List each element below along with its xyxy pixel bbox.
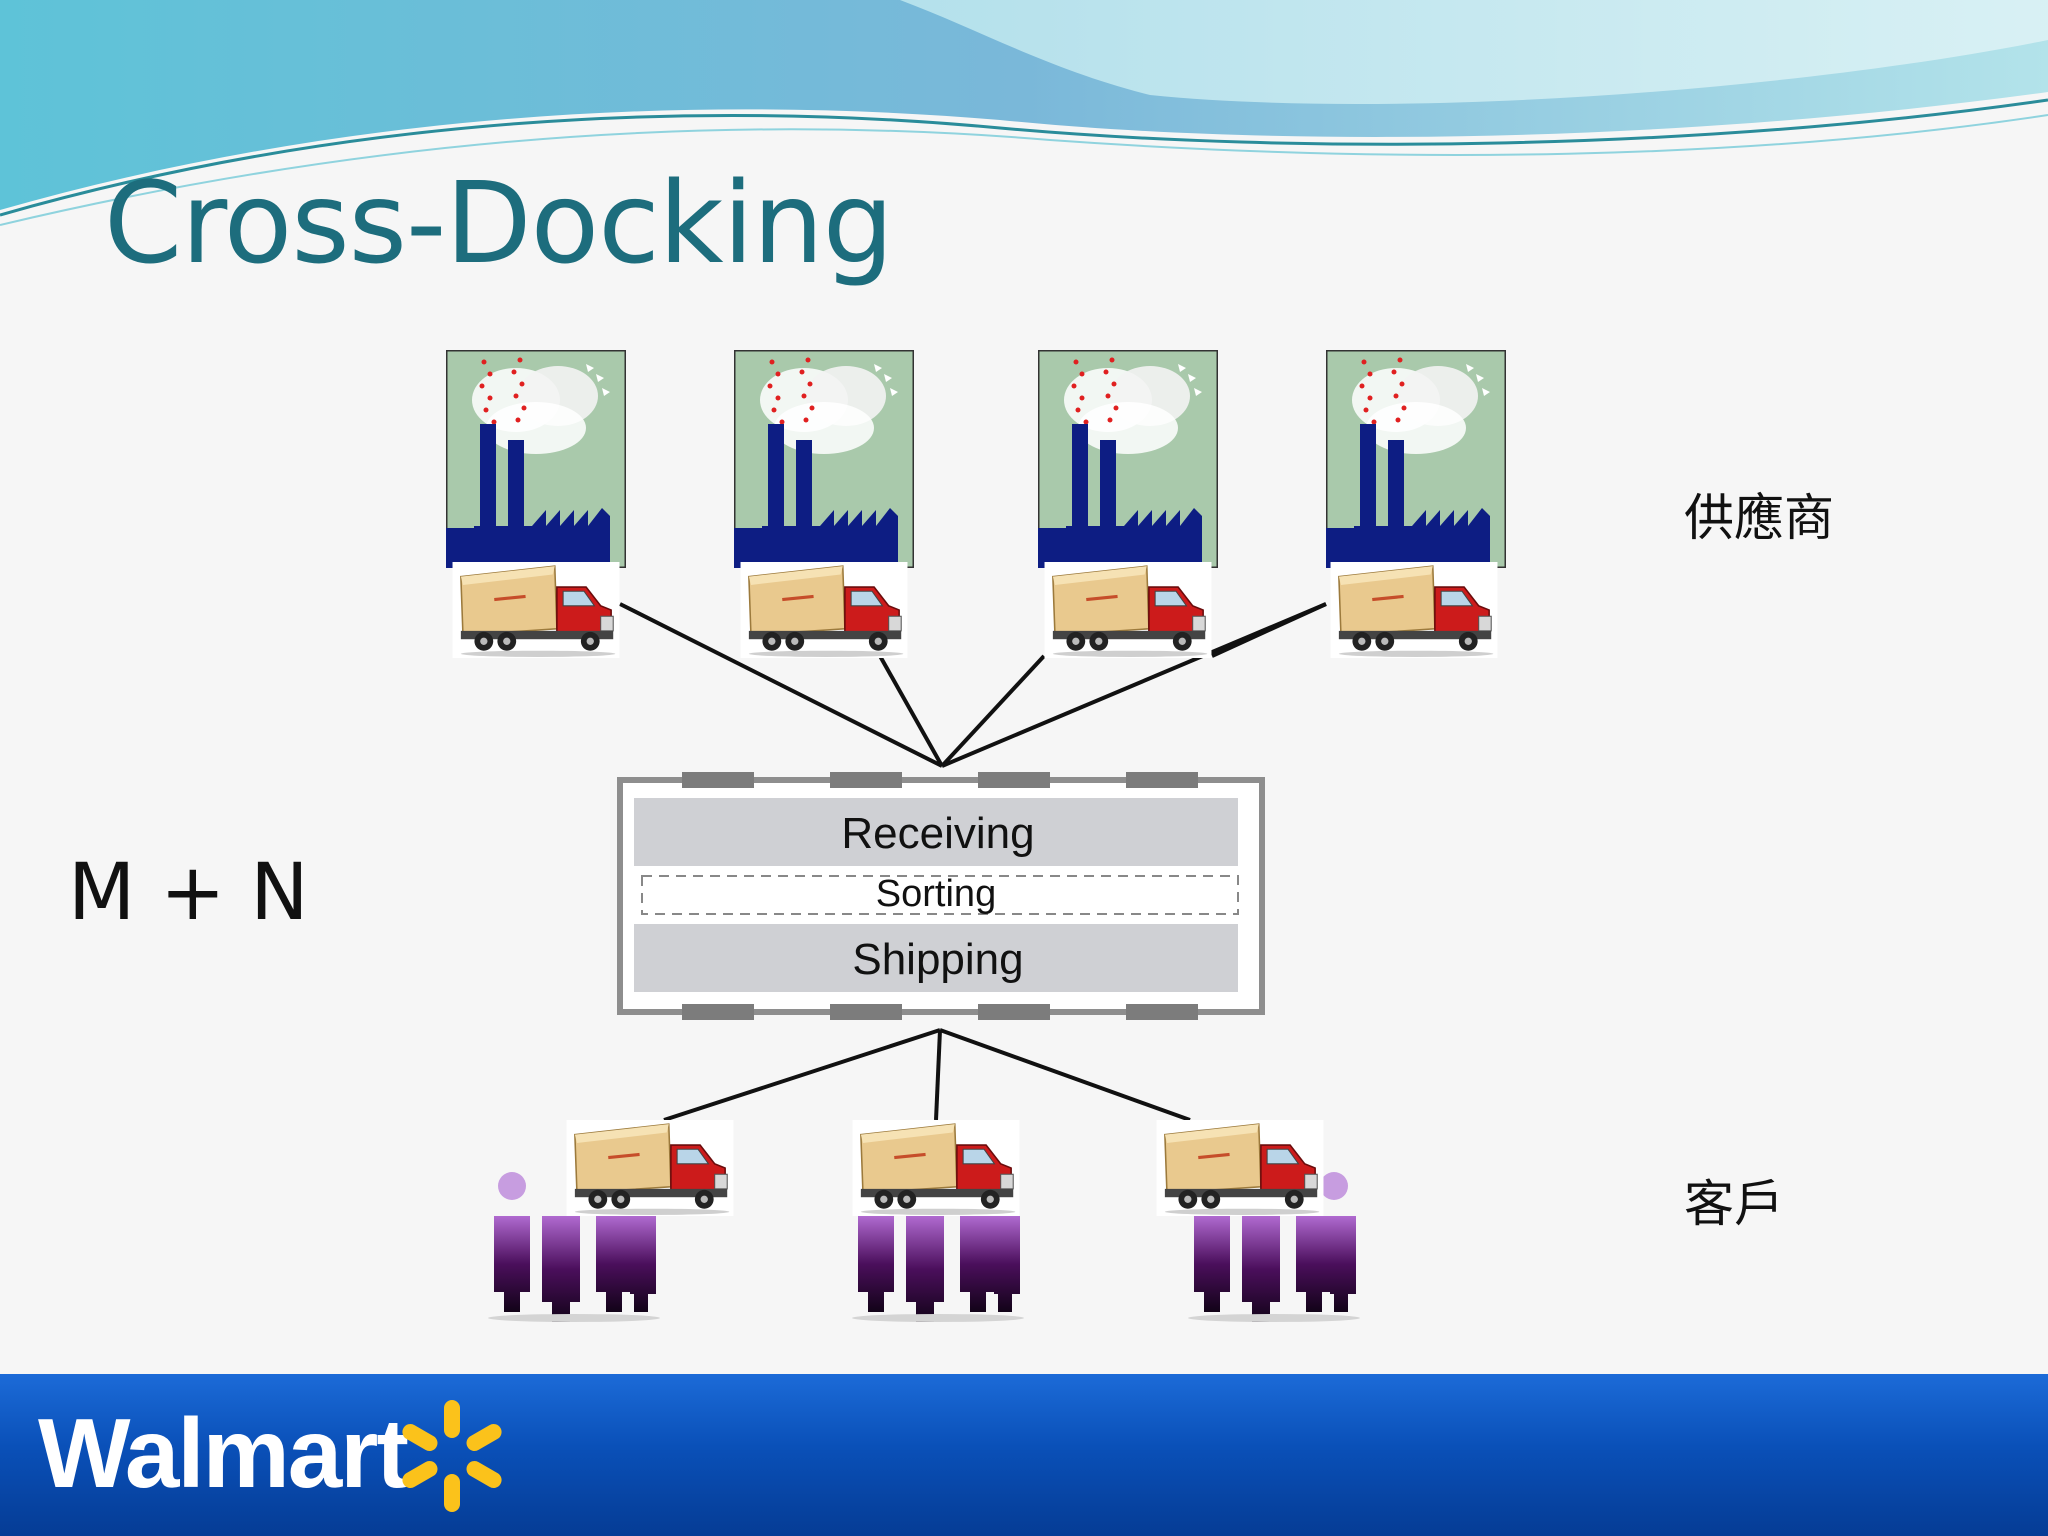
supplier-truck-1: [452, 562, 620, 658]
supplier-truck-3: [1044, 562, 1212, 658]
customer-truck-3: [1156, 1120, 1324, 1216]
supplier-truck-2: [740, 562, 908, 658]
cross-dock-facility: Receiving Sorting Shipping: [617, 772, 1265, 1020]
supplier-connection-lines: [619, 602, 1327, 768]
wave-banner: [0, 0, 2048, 226]
slide-title: Cross-Docking: [104, 159, 894, 289]
cross-docking-diagram: Receiving Sorting Shipping: [446, 350, 1506, 1322]
formula-label: M + N: [68, 848, 309, 938]
customer-truck-2: [852, 1120, 1020, 1216]
stage-label-receiving: Receiving: [841, 809, 1034, 858]
receiving-zone: [634, 798, 1238, 866]
supplier-truck-4: [1330, 562, 1498, 658]
suppliers-label: 供應商: [1684, 489, 1834, 547]
customer-truck-1: [566, 1120, 734, 1216]
customers-label: 客戶: [1684, 1175, 1784, 1233]
supplier-factory-4: [1326, 350, 1506, 568]
stage-label-sorting: Sorting: [876, 873, 996, 915]
stage-label-shipping: Shipping: [852, 935, 1023, 984]
sorting-zone: [641, 875, 1239, 915]
supplier-factory-2: [734, 350, 914, 568]
footer-bar: [0, 1374, 2048, 1536]
supplier-factory-3: [1038, 350, 1218, 568]
supplier-factory-1: [446, 350, 626, 568]
walmart-logo-text: Walmart: [38, 1398, 409, 1508]
walmart-spark-icon: [402, 1400, 502, 1512]
shipping-zone: [634, 924, 1238, 992]
customer-connection-lines: [663, 1028, 1191, 1122]
